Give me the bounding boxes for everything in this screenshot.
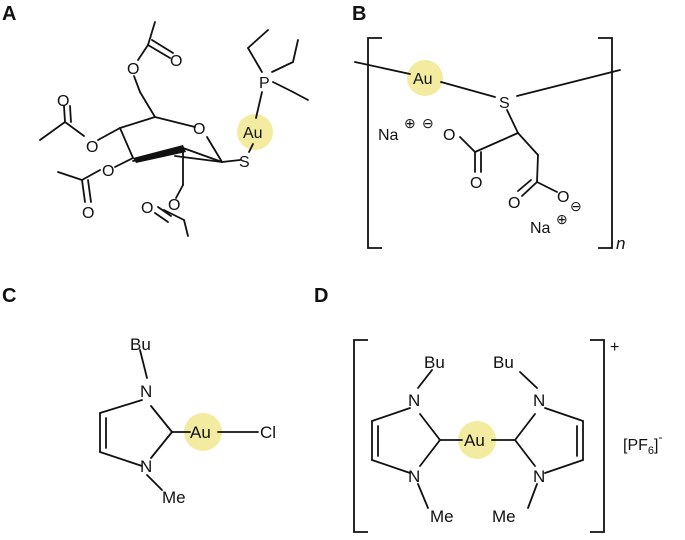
ring-oxygen-a: O [193,121,205,138]
counterion-subscript: 6 [648,445,654,457]
butyl-left-d: Bu [424,353,445,372]
oxygen-b1: O [443,127,455,144]
methyl-right-d: Me [492,507,516,526]
ester-oxygen-a4: O [168,197,180,214]
gold-c: Au [190,423,211,442]
sodium-b1: Na [378,127,399,144]
gold-highlight-c [184,413,222,451]
butyl-c: Bu [130,335,151,354]
panel-a: A [2,3,309,237]
methyl-left-d: Me [430,507,454,526]
nitrogen-bottom-c: N [140,457,152,476]
panel-a-label: A [2,3,16,25]
panel-c-label: C [2,285,16,307]
sodium-b2: Na [530,220,551,237]
gold-a: Au [243,125,263,142]
counterion-d: [PF6]- [623,430,662,457]
oxygen-b2: O [470,175,482,192]
gold-highlight-a [237,114,273,150]
charge-minus-b1: ⊖ [422,115,434,131]
charge-plus-b2: ⊕ [556,211,568,227]
counterion-close: ] [654,437,658,454]
counterion-prefix: [PF [623,437,648,454]
panel-b: B n Au S Na ⊕ ⊖ O O O O ⊖ Na ⊕ [352,3,625,253]
panel-c: C Bu N N Me Au Cl [2,285,276,507]
repeat-subscript-n: n [616,234,625,253]
panel-b-label: B [352,3,366,25]
oxygen-b3: O [508,195,520,212]
nitrogen-tl-d: N [408,391,420,410]
methyl-c: Me [162,488,186,507]
butyl-right-d: Bu [493,353,514,372]
complex-charge-d: + [610,339,619,356]
ester-oxygen-a1: O [127,61,139,78]
gold-highlight-d [458,421,496,459]
sulfur-a: S [239,154,250,171]
panel-d: D + Bu Bu N N N N Me Me Au [314,285,662,533]
charge-plus-b1: ⊕ [404,115,416,131]
ester-oxygen-a2: O [86,139,98,156]
gold-d: Au [464,431,485,450]
gold-highlight-b [407,60,443,96]
nitrogen-top-c: N [140,382,152,401]
nitrogen-bl-d: N [408,467,420,486]
counterion-charge: - [658,430,662,444]
chlorine-c: Cl [260,423,276,442]
sulfur-b: S [499,95,510,112]
nitrogen-br-d: N [533,467,545,486]
gold-b: Au [413,71,433,88]
ester-oxygen-a3: O [102,163,114,180]
oxygen-b4: O [557,189,569,206]
nitrogen-tr-d: N [533,391,545,410]
carbonyl-oxygen-a4: O [141,200,153,217]
phosphorus-a: P [259,75,270,92]
charge-minus-b4: ⊖ [570,198,582,214]
carbonyl-oxygen-a2: O [57,93,69,110]
panel-d-label: D [314,285,328,307]
carbonyl-oxygen-a1: O [170,53,182,70]
carbonyl-oxygen-a3: O [82,205,94,222]
